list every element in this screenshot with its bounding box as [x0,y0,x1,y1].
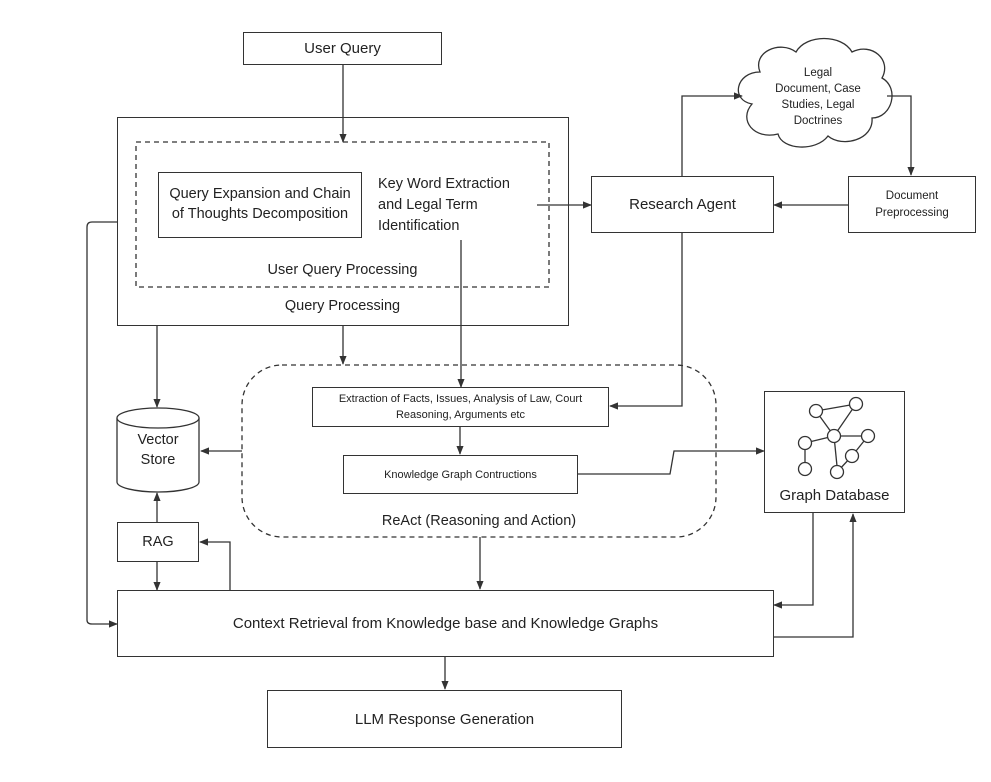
llm-response-box: LLM Response Generation [267,690,622,748]
keyword-extraction-label: Key Word Extraction and Legal Term Ident… [378,176,510,235]
arrow-cloud-to-docprep [887,95,915,176]
graph-network-icon [797,396,876,480]
query-processing-label: Query Processing [284,298,401,314]
query-expansion-box: Query Expansion and Chain of Thoughts De… [158,172,362,238]
extraction-facts-box: Extraction of Facts, Issues, Analysis of… [312,387,609,427]
arrow-context-to-rag [199,538,231,591]
user-query-box: User Query [243,32,442,65]
context-retrieval-box: Context Retrieval from Knowledge base an… [117,590,774,657]
vector-store-cylinder [116,407,200,493]
extraction-facts-label: Extraction of Facts, Issues, Analysis of… [338,392,583,422]
kg-construction-label: Knowledge Graph Contructions [384,468,537,481]
llm-response-label: LLM Response Generation [354,710,535,728]
context-retrieval-label: Context Retrieval from Knowledge base an… [232,615,659,632]
graph-database-box: Graph Database [764,391,905,513]
research-agent-box: Research Agent [591,176,774,233]
arrow-context-to-graphdb [773,513,857,638]
research-agent-label: Research Agent [629,196,736,213]
legal-sources-cloud [737,38,893,148]
vector-store-label: Vector Store [137,432,179,468]
arrow-qp-to-context [86,221,118,628]
arrow-research-to-extraction [609,233,683,410]
graph-database-label: Graph Database [779,487,890,504]
legal-sources-label: Legal Document, Case Studies, Legal Doct… [775,67,861,128]
arrow-graphdb-to-context [773,513,814,609]
user-query-processing-label: User Query Processing [267,262,418,278]
kg-construction-box: Knowledge Graph Contructions [343,455,578,494]
arrow-research-to-cloud [681,92,743,176]
arrow-kg-to-graphdb [577,447,765,475]
react-label: ReAct (Reasoning and Action) [381,513,577,529]
query-processing-box [117,117,569,326]
document-preprocessing-box: Document Preprocessing [848,176,976,233]
user-query-label: User Query [304,40,381,57]
rag-label: RAG [142,534,174,550]
query-expansion-label: Query Expansion and Chain of Thoughts De… [169,186,351,222]
rag-box: RAG [117,522,199,562]
document-preprocessing-label: Document Preprocessing [875,189,949,219]
